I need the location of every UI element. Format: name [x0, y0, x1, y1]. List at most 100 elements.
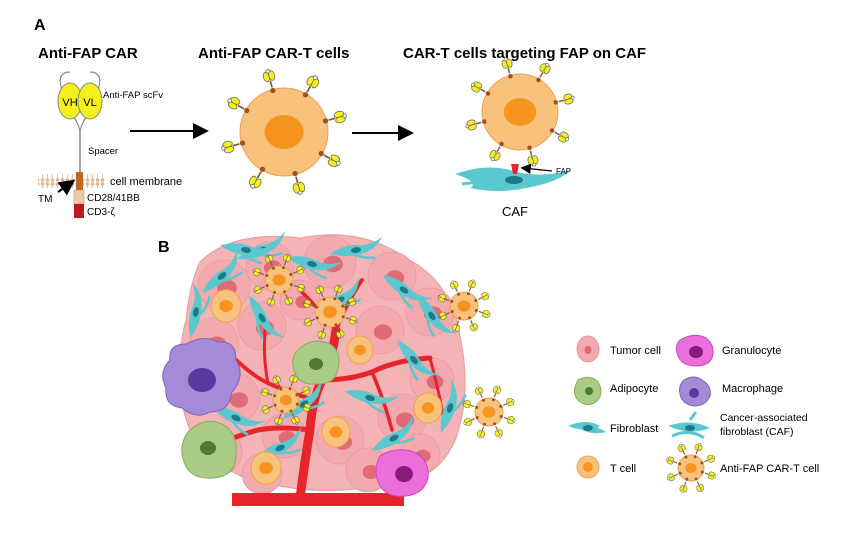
fibroblast [397, 340, 440, 382]
fap-pointer-arrow [520, 163, 553, 174]
adipocyte-cell [292, 340, 340, 385]
legend-tumor-label: Tumor cell [610, 345, 661, 357]
macrophage-cell [162, 338, 241, 416]
scfv-label: Anti-FAP scFv [103, 90, 163, 101]
cart-cell [463, 55, 577, 169]
car-receptor [289, 174, 308, 197]
car-construct: VH VL [38, 71, 106, 218]
car-receptor [219, 137, 242, 156]
car-receptor [326, 108, 349, 127]
cell-membrane [38, 174, 106, 188]
legend-tcell-label: T cell [610, 463, 636, 475]
cart-cells [251, 252, 517, 440]
car-receptor [476, 290, 492, 304]
legend-caf-label-line1: Cancer-associated [720, 412, 808, 424]
costim-domain [73, 189, 85, 205]
car-receptor [245, 168, 267, 192]
car-receptor [501, 413, 517, 426]
car-receptor [461, 414, 477, 428]
t-cell-nucleus [354, 344, 366, 356]
cart-cell [436, 278, 492, 334]
t-cell-nucleus [259, 462, 273, 474]
legend-cart-swatch [664, 441, 718, 495]
cd3-zeta-domain [74, 204, 84, 218]
fibroblast [440, 378, 467, 433]
cart-cell [664, 441, 718, 495]
car-receptor [475, 424, 488, 440]
car-receptor [702, 453, 717, 466]
legend-tumor-swatch [576, 335, 600, 363]
car-receptor [556, 91, 577, 108]
spacer-label: Spacer [88, 146, 118, 157]
car-receptor [260, 67, 279, 90]
car-receptor [473, 384, 487, 400]
car-receptor [676, 442, 689, 457]
legend-caf-swatch [668, 411, 710, 440]
fibroblast [220, 243, 276, 265]
legend: Tumor cell Granulocyte Adipocyte Macroph… [568, 334, 819, 495]
car-receptor [551, 126, 572, 146]
fibroblast [382, 275, 433, 310]
fibroblast [330, 236, 383, 260]
vessel-base [232, 493, 404, 506]
title-cart-targeting-fap: CAR-T cells targeting FAP on CAF [403, 45, 646, 62]
legend-fibroblast-swatch [568, 422, 606, 434]
fibroblast [286, 256, 342, 280]
car-receptor [466, 318, 480, 334]
panel-b-letter: B [158, 239, 170, 256]
legend-cart-label: Anti-FAP CAR-T cell [720, 463, 819, 475]
fibroblast [188, 282, 211, 338]
car-receptor [448, 278, 462, 294]
tm-domain [76, 172, 83, 190]
fibroblast [371, 415, 416, 451]
legend-macrophage-label: Macrophage [722, 383, 783, 395]
costim-label: CD28/41BB [87, 193, 140, 204]
title-anti-fap-cart-cells: Anti-FAP CAR-T cells [198, 45, 349, 62]
car-receptor [678, 480, 690, 495]
car-receptor [665, 470, 680, 483]
car-receptor [692, 441, 704, 456]
adipocyte-cell [181, 420, 237, 479]
car-receptor [468, 78, 489, 98]
legend-caf-label-line2: fibroblast (CAF) [720, 426, 794, 438]
cart-cell-targeting [463, 55, 577, 169]
vl-domain [77, 82, 103, 120]
vh-label: VH [62, 97, 77, 109]
cd3-zeta-label: CD3-ζ [87, 207, 115, 218]
tm-pointer-arrow [57, 179, 76, 196]
tumor-nucleus [362, 464, 380, 480]
car-receptor [465, 278, 478, 294]
legend-granulocyte-swatch [675, 334, 714, 367]
granulocyte-cell [375, 449, 429, 497]
fibroblast [212, 407, 266, 436]
caf-cell [455, 164, 570, 191]
car-receptor [693, 479, 706, 494]
fibroblast [249, 295, 285, 340]
legend-fibroblast-label: Fibroblast [610, 423, 658, 435]
cart-cell [251, 252, 307, 308]
fibroblast [256, 427, 302, 459]
fibroblast [417, 294, 457, 338]
car-receptor [664, 455, 679, 467]
car-receptor [301, 72, 323, 96]
tumor-nucleus [373, 324, 393, 340]
t-cells [210, 289, 443, 485]
fibroblast [202, 250, 244, 293]
caf-label: CAF [502, 204, 528, 219]
tumor-nucleus [229, 392, 249, 408]
legend-macrophage-swatch [679, 376, 711, 407]
t-cell-nucleus [421, 402, 435, 414]
t-cell-nucleus [219, 300, 233, 312]
car-receptor [463, 116, 484, 133]
cell-membrane-label: cell membrane [110, 176, 182, 188]
fibroblast [344, 390, 400, 414]
anti-fap-cart-cell [219, 67, 349, 197]
t-cell-nucleus [329, 426, 343, 438]
legend-adipocyte-swatch [574, 376, 602, 406]
car-receptor [476, 307, 492, 320]
title-anti-fap-car: Anti-FAP CAR [38, 45, 138, 62]
car-receptor [703, 469, 718, 481]
cart-cell [301, 283, 359, 341]
legend-granulocyte-label: Granulocyte [722, 345, 781, 357]
